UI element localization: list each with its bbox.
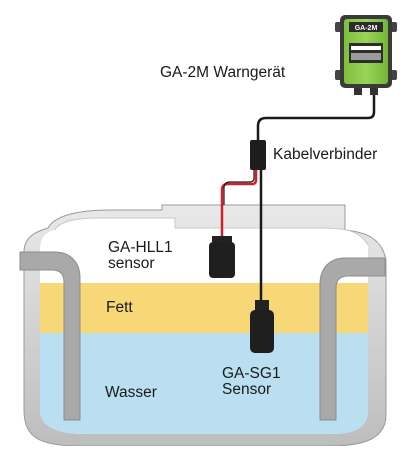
device-badge: GA-2M [355,25,378,32]
water-layer [40,333,368,434]
red-cable [220,170,258,236]
sg1-sensor [250,300,274,353]
fat-label: Fett [106,299,133,316]
device-cable [256,95,376,140]
inlet-pipe [19,251,81,421]
warning-device: GA-2M [335,15,397,95]
sg1-label: GA-SG1 Sensor [222,365,281,399]
water-label: Wasser [105,384,157,401]
cable-connector [250,140,266,170]
fat-layer [40,283,368,333]
tank-contents [40,218,368,434]
hll1-label: GA-HLL1 sensor [108,239,173,273]
hll1-sensor [209,236,235,278]
outlet-pipe [319,257,386,421]
hll1-label-line1: GA-HLL1 [108,239,173,256]
hll1-label-line2: sensor [108,255,155,273]
sg1-label-line2: Sensor [222,381,272,399]
sg1-label-line1: GA-SG1 [222,365,281,382]
connector-label: Kabelverbinder [273,146,378,163]
device-label: GA-2M Warngerät [160,64,286,81]
